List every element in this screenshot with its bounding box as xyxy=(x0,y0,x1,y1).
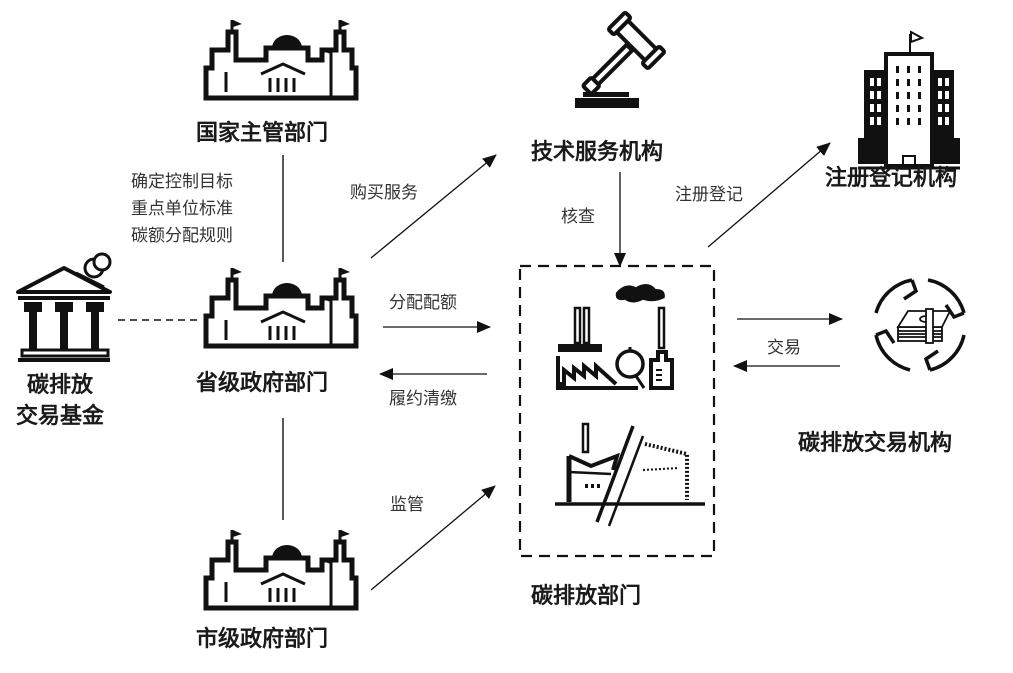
municipal-building-icon xyxy=(206,530,356,608)
fund-label: 碳排放 交易基金 xyxy=(8,370,112,432)
buy-service-label: 购买服务 xyxy=(350,183,418,203)
register-arrow xyxy=(707,142,831,248)
directive-line: 重点单位标准 xyxy=(131,199,233,219)
emitters-label: 碳排放部门 xyxy=(531,584,642,609)
money-cycle-icon xyxy=(874,278,966,372)
municipal-dept-label: 市级政府部门 xyxy=(196,627,329,652)
emitters-boundary-box xyxy=(518,264,716,558)
national-building-icon xyxy=(206,20,356,98)
tech-service-label: 技术服务机构 xyxy=(531,140,664,165)
bank-coins-icon xyxy=(16,252,112,362)
directive-line: 确定控制目标 xyxy=(131,172,233,192)
supervise-label: 监管 xyxy=(390,495,424,515)
directive-line: 碳额分配规则 xyxy=(131,226,233,246)
fund-label-line2: 交易基金 xyxy=(15,404,104,429)
buy-service-arrow xyxy=(370,154,497,259)
national-dept-label: 国家主管部门 xyxy=(196,121,329,146)
power-plant-icon xyxy=(555,422,705,527)
gavel-icon xyxy=(575,11,666,108)
surrender-label: 履约清缴 xyxy=(389,389,457,409)
supervise-arrow xyxy=(370,485,496,591)
office-building-icon xyxy=(858,30,960,170)
register-label: 注册登记 xyxy=(675,185,743,205)
provincial-building-icon xyxy=(206,268,356,346)
exchange-label: 碳排放交易机构 xyxy=(798,431,953,456)
allocate-label: 分配配额 xyxy=(389,293,457,313)
factory-icon xyxy=(556,284,674,390)
registry-label: 注册登记机构 xyxy=(825,166,958,191)
verify-label: 核查 xyxy=(561,207,595,227)
fund-label-line1: 碳排放 xyxy=(26,373,93,398)
trade-label: 交易 xyxy=(767,338,801,358)
national-directives-label: 确定控制目标 重点单位标准 碳额分配规则 xyxy=(131,169,233,250)
provincial-dept-label: 省级政府部门 xyxy=(196,371,329,396)
